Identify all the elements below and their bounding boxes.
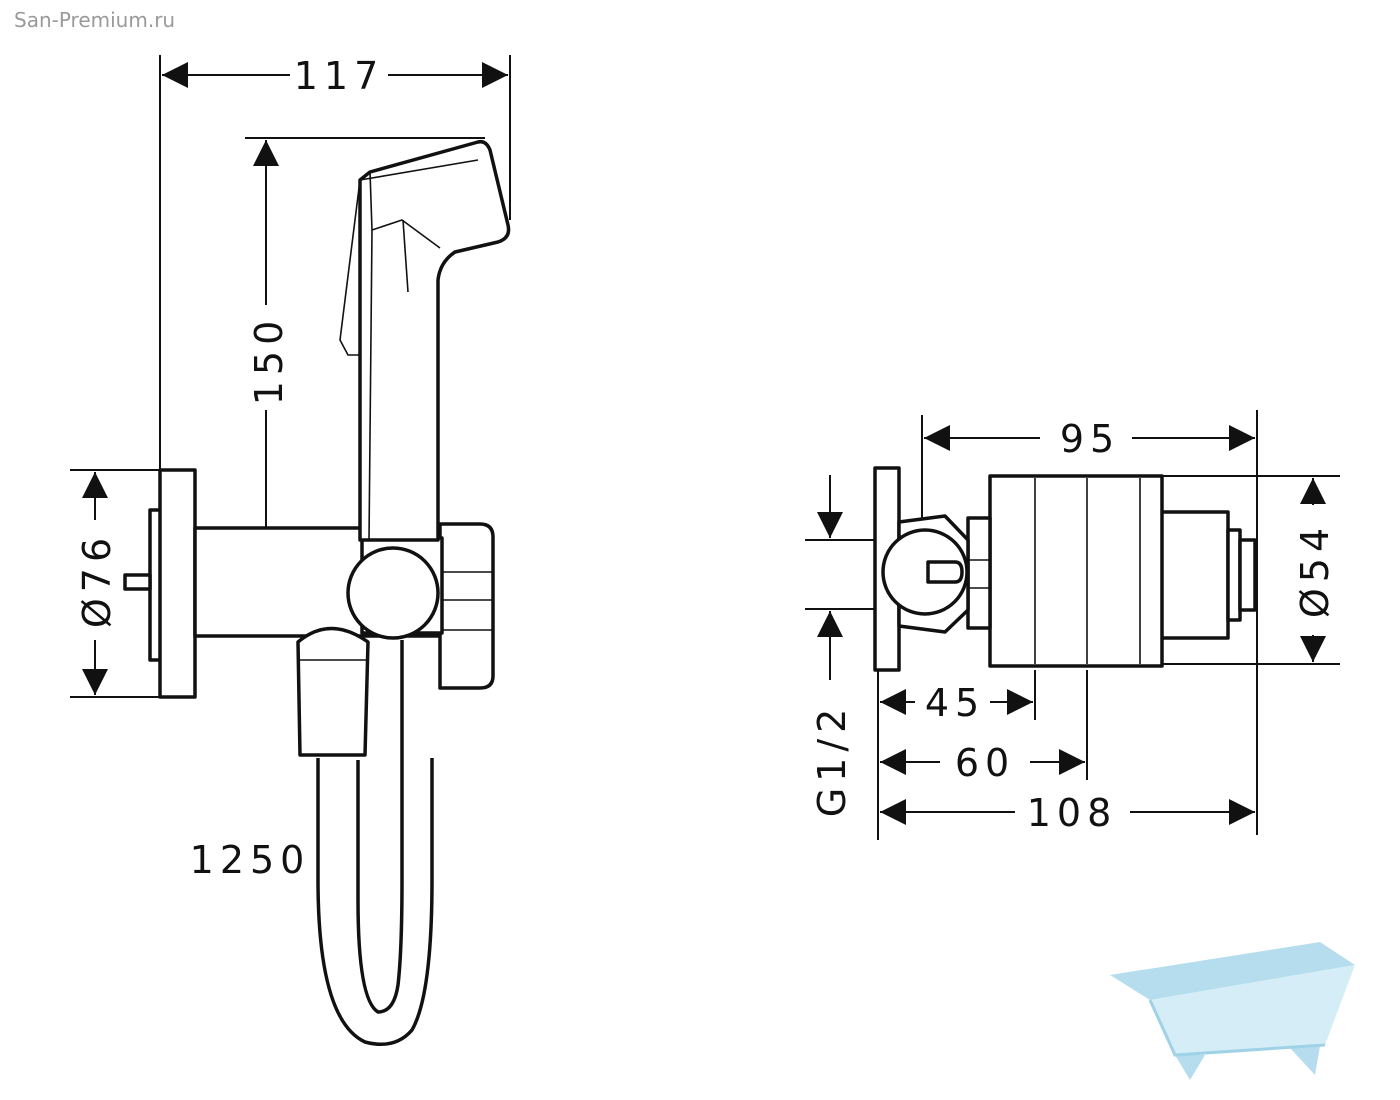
hose-outer — [316, 758, 434, 1046]
dimension-95: 95 — [924, 417, 1255, 461]
dimension-150-label: 150 — [247, 315, 291, 406]
hose-connector — [296, 626, 370, 757]
hose-length-label: 1250 — [190, 838, 311, 882]
dimension-117-label: 117 — [294, 54, 385, 98]
bidet-shower-view: 117 150 Ø76 — [70, 54, 511, 1046]
dimension-108-label: 108 — [1027, 791, 1118, 835]
dimension-diameter-76-label: Ø76 — [75, 532, 119, 628]
valve-end — [1238, 538, 1257, 612]
bathtub-logo — [1110, 942, 1355, 1080]
valve-side-view: 95 Ø54 G1/2 45 — [805, 410, 1340, 840]
wall-stud — [123, 573, 152, 591]
valve-cap — [1226, 528, 1242, 622]
dimension-diameter-76: Ø76 — [75, 472, 119, 695]
dimension-95-label: 95 — [1060, 417, 1120, 461]
dimension-150: 150 — [247, 140, 291, 584]
dimension-117: 117 — [162, 54, 508, 98]
dimension-thread-label: G1/2 — [810, 703, 854, 818]
hose-inner — [356, 640, 404, 1014]
dimension-45: 45 — [880, 681, 1033, 725]
dimension-diameter-54: Ø54 — [1293, 478, 1337, 662]
dimension-60: 60 — [880, 741, 1085, 785]
dimension-thread: G1/2 — [810, 475, 854, 817]
hand-shower — [358, 139, 511, 542]
wall-flange — [158, 468, 197, 699]
valve-housing — [988, 474, 1164, 668]
valve-neck — [966, 516, 992, 630]
control-knob — [438, 522, 495, 690]
dimension-108: 108 — [880, 791, 1255, 835]
inlet-key — [926, 560, 964, 584]
watermark-text: San-Premium.ru — [14, 8, 176, 32]
inlet-connector — [881, 528, 969, 616]
diverter-knob — [346, 546, 440, 640]
dimension-45-label: 45 — [925, 681, 985, 725]
dimension-diameter-54-label: Ø54 — [1293, 522, 1337, 618]
valve-outlet — [1158, 510, 1230, 640]
dimension-60-label: 60 — [955, 741, 1015, 785]
